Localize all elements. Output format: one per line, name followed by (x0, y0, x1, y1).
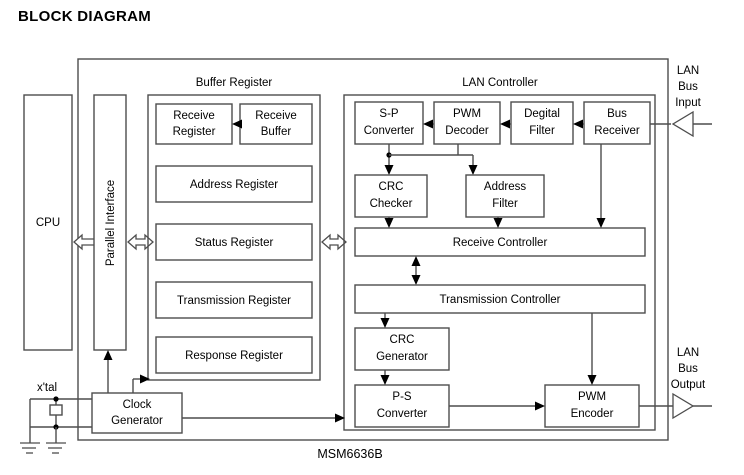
crc-checker-block[interactable] (354, 174, 428, 218)
buffer-to-lan-arrow (321, 233, 347, 251)
degital-filter-block[interactable] (510, 101, 574, 145)
receive-register-line-2: Register (173, 126, 216, 138)
clock-to-lan-controller-arrow (182, 413, 345, 423)
crc-checker-line-1: CRC (379, 181, 404, 193)
clock-generator-block[interactable] (91, 392, 183, 434)
transmission-register-block[interactable] (155, 281, 313, 319)
cpu-block[interactable] (23, 94, 73, 351)
transmission-controller-block[interactable] (354, 284, 646, 314)
lan-controller-group (343, 94, 656, 431)
lan-bus-output-line-3: Output (671, 379, 706, 391)
degital-filter-line-1: Degital (524, 108, 560, 120)
sp-converter-line-1: S-P (379, 108, 399, 120)
crc-generator-line-2: Generator (376, 351, 428, 363)
degital-filter-line-2: Filter (529, 125, 555, 137)
xtal-label: x'tal (37, 382, 57, 394)
receive-transmission-bidir-arrow (411, 256, 421, 285)
bus-receiver-line-1: Bus (607, 108, 627, 120)
transmission-register-label: Transmission Register (177, 295, 291, 307)
sp-converter-line-2: Converter (364, 125, 415, 137)
receive-controller-block[interactable] (354, 227, 646, 257)
ps-converter-line-1: P-S (392, 391, 412, 403)
part-number-label: MSM6636B (317, 447, 382, 461)
ps-converter-line-2: Converter (377, 408, 428, 420)
filter-to-pwm-decoder-arrow (500, 119, 511, 129)
page-title: BLOCK DIAGRAM (18, 8, 152, 25)
bus-receiver-to-receive-arrow (596, 144, 606, 228)
parallel-interface-label: Parallel Interface (105, 180, 117, 266)
address-filter-block[interactable] (465, 174, 545, 218)
transmission-to-crc-generator-arrow (380, 313, 390, 328)
pwm-decoder-block[interactable] (433, 101, 501, 145)
receive-controller-label: Receive Controller (453, 237, 548, 249)
response-register-label: Response Register (185, 350, 283, 362)
receive-buffer-line-1: Receive (255, 110, 297, 122)
receive-buffer-line-2: Buffer (261, 126, 292, 138)
address-filter-line-2: Filter (492, 198, 518, 210)
receive-register-block[interactable] (155, 103, 233, 145)
crc-generator-to-ps-arrow (380, 370, 390, 385)
address-filter-to-receive-arrow (493, 217, 503, 228)
pwm-encoder-line-2: Encoder (571, 408, 614, 420)
parallel-interface-block[interactable] (93, 94, 127, 351)
clock-to-parallel-arrow (103, 350, 113, 393)
lan-bus-output-port[interactable] (639, 392, 712, 420)
parallel-to-buffer-arrow (127, 233, 154, 251)
crc-checker-to-receive-arrow (384, 217, 394, 228)
lan-bus-input-line-2: Bus (678, 81, 698, 93)
response-register-block[interactable] (155, 336, 313, 374)
pwm-decoder-line-1: PWM (453, 108, 481, 120)
address-register-block[interactable] (155, 165, 313, 203)
crc-checker-line-2: Checker (370, 198, 413, 210)
cpu-label: CPU (36, 217, 60, 229)
sp-to-crc-and-address-lines (384, 144, 478, 175)
address-register-label: Address Register (190, 179, 278, 191)
crc-generator-block[interactable] (354, 327, 450, 371)
chip-outline (77, 58, 669, 441)
pwm-encoder-line-1: PWM (578, 391, 606, 403)
status-register-block[interactable] (155, 223, 313, 261)
crc-generator-line-1: CRC (390, 334, 415, 346)
clock-to-buffer-arrow (132, 374, 150, 393)
lan-bus-output-line-1: LAN (677, 347, 699, 359)
transmission-controller-label: Transmission Controller (440, 294, 561, 306)
lan-bus-input-port[interactable] (650, 110, 712, 138)
lan-bus-input-line-1: LAN (677, 65, 699, 77)
lan-controller-group-label: LAN Controller (462, 77, 538, 89)
lan-bus-input-line-3: Input (675, 97, 701, 109)
ps-converter-block[interactable] (354, 384, 450, 428)
pwm-decoder-line-2: Decoder (445, 125, 489, 137)
buffer-register-group-label: Buffer Register (196, 77, 273, 89)
bus-receiver-line-2: Receiver (594, 125, 640, 137)
transmission-to-pwm-encoder-arrow (587, 313, 597, 385)
receive-register-line-1: Receive (173, 110, 215, 122)
receive-buffer-to-register-arrow (232, 119, 242, 129)
xtal-circuit (20, 396, 92, 454)
pwm-decoder-to-sp-arrow (423, 119, 434, 129)
clock-generator-line-2: Generator (111, 415, 163, 427)
ps-to-pwm-encoder-arrow (449, 401, 545, 411)
clock-generator-line-1: Clock (123, 399, 152, 411)
address-filter-line-1: Address (484, 181, 526, 193)
bus-receiver-block[interactable] (583, 101, 651, 145)
bus-receiver-to-filter-arrow (573, 119, 584, 129)
lan-bus-output-line-2: Bus (678, 363, 698, 375)
buffer-register-group (147, 94, 321, 381)
status-register-label: Status Register (195, 237, 274, 249)
